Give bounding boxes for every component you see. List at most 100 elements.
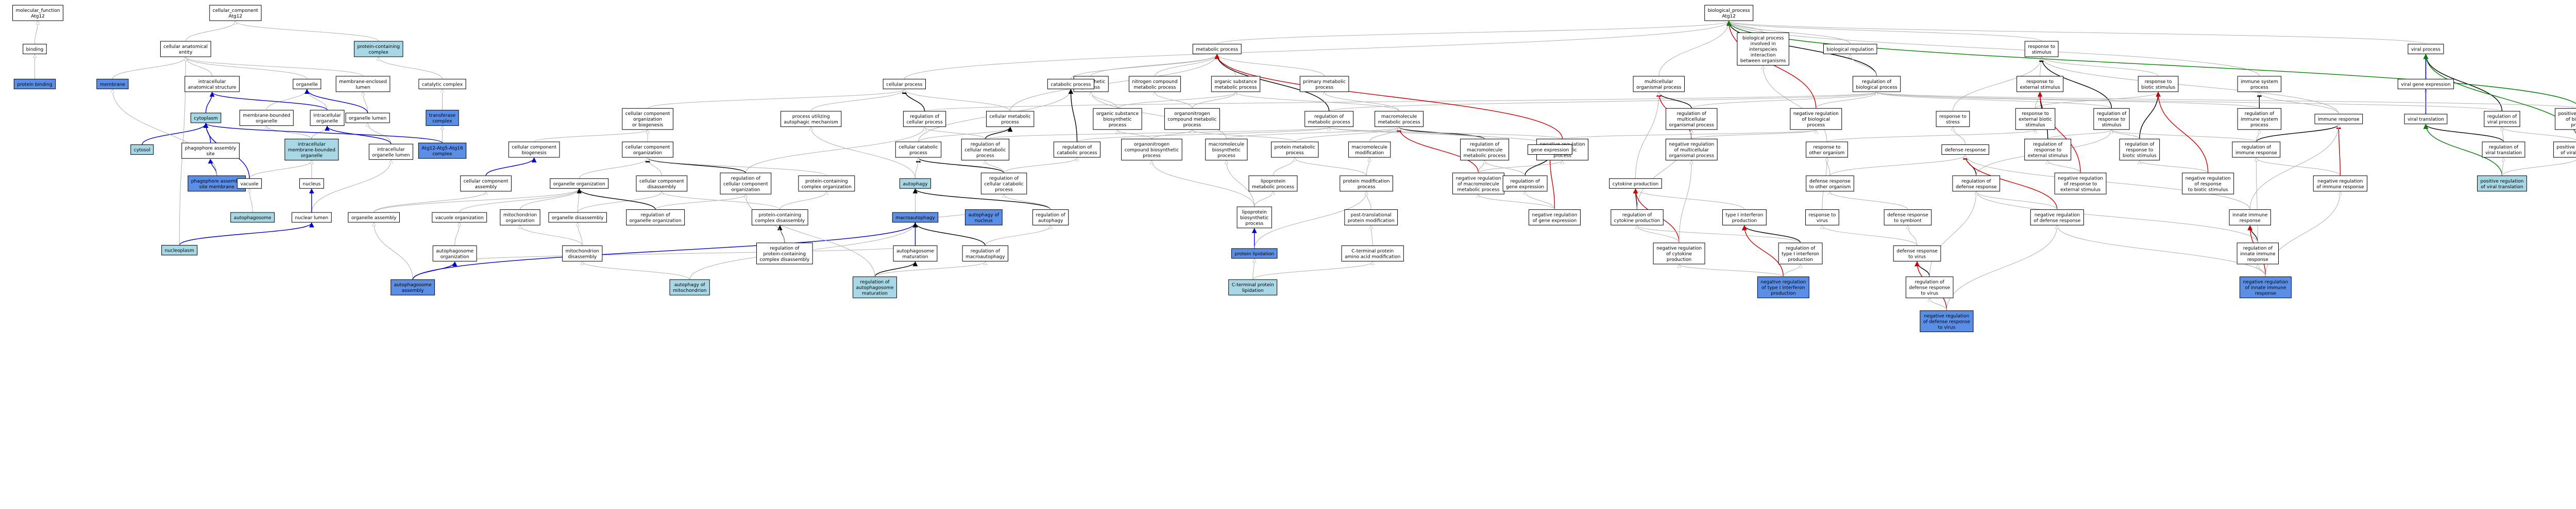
node-label: process	[1286, 151, 1304, 156]
node-label: regulation of	[1677, 111, 1707, 117]
node-label: negative regulation	[2243, 280, 2288, 285]
edge-is-a	[185, 21, 235, 42]
node-label: regulation of	[971, 142, 1001, 147]
node-box	[2024, 139, 2072, 161]
edge-is-a	[1877, 92, 2576, 108]
node-label: cellular component	[639, 179, 684, 184]
edge-is-a	[112, 89, 217, 176]
node-box	[348, 212, 400, 223]
node-box	[130, 144, 154, 155]
edge-negatively-regulates	[1214, 54, 1563, 139]
node-label: binding	[26, 47, 44, 53]
node-box	[2024, 41, 2059, 57]
edge-is-a	[1946, 226, 2057, 311]
node-label: primary metabolic	[1303, 79, 1346, 85]
node-box	[895, 141, 942, 158]
edge-negatively-regulates	[1396, 126, 1479, 173]
edge-is-a	[1254, 192, 1366, 249]
node-vacorg: vacuole organization	[432, 212, 487, 223]
edge-is-a	[2057, 226, 2266, 277]
node-label: to other organism	[1809, 185, 1851, 190]
edge-is-a	[1366, 192, 1371, 210]
edge-is-a	[2140, 161, 2209, 173]
node-orgasm: organelle assembly	[348, 212, 400, 223]
node-label: process	[976, 154, 994, 159]
edge-regulates	[2139, 91, 2161, 139]
node-box	[1093, 108, 1142, 130]
node-label: response to	[1814, 145, 1841, 150]
node-box	[368, 143, 413, 160]
node-label: Atg12	[1722, 14, 1736, 19]
node-label: of response to	[2064, 182, 2097, 187]
edge-is-a	[1877, 92, 2112, 109]
node-bioreg: biological regulation	[1823, 44, 1877, 55]
node-box	[353, 41, 403, 57]
node-label: regulation of	[910, 114, 940, 120]
node-box	[1704, 5, 1754, 21]
node-box	[1340, 175, 1393, 192]
node-label: regulation of	[2243, 246, 2273, 251]
node-label: production	[1771, 291, 1795, 297]
node-label: cellular catabolic	[984, 182, 1023, 187]
node-label: stimulus	[2032, 50, 2052, 55]
node-box	[1609, 178, 1662, 189]
node-box	[188, 175, 246, 192]
node-label: metabolic process	[1215, 85, 1257, 90]
edge-is-a	[1635, 92, 1659, 179]
node-box	[1790, 108, 1842, 130]
edge-regulates	[577, 188, 656, 210]
node-label: autophagosome	[394, 283, 432, 288]
node-viralproc: viral process	[2408, 44, 2444, 55]
edge-is-a	[1151, 130, 1192, 140]
node-box	[903, 111, 946, 127]
edge-regulates	[916, 157, 1005, 173]
node-box	[391, 279, 435, 295]
node-label: organization	[633, 117, 662, 122]
edge-is-a	[1192, 92, 1236, 109]
edge-part-of	[205, 91, 215, 113]
node-label: autophagy	[1038, 219, 1063, 224]
edge-part-of	[179, 222, 314, 245]
edge-is-a	[985, 226, 1050, 246]
node-box	[181, 142, 240, 159]
edge-is-a	[1366, 158, 1369, 176]
node-box	[310, 110, 345, 126]
node-box	[1053, 141, 1101, 158]
edge-is-a	[185, 57, 308, 79]
node-immresp: immune response	[2314, 113, 2363, 124]
node-label: viral gene expression	[2401, 82, 2450, 87]
edge-regulates	[912, 188, 1051, 210]
edge-is-a	[985, 127, 1329, 140]
edge-is-a	[1295, 158, 1367, 176]
node-box	[2404, 113, 2448, 124]
edge-regulates	[1726, 21, 1877, 76]
node-label: organonitrogen	[1174, 111, 1210, 117]
node-label: organization	[633, 151, 662, 156]
node-label: Atg12	[229, 14, 243, 19]
node-orglumen: organelle lumen	[345, 112, 390, 123]
edge-regulates	[645, 157, 747, 173]
node-box	[418, 78, 466, 89]
edge-is-a	[1010, 55, 1217, 111]
node-membrane: membrane	[96, 78, 129, 89]
node-label: organelle assembly	[351, 216, 397, 221]
node-label: protein-containing	[805, 179, 848, 184]
node-label: biological_process	[1708, 8, 1750, 13]
node-label: response to	[2126, 148, 2153, 153]
edge-part-of	[304, 89, 368, 113]
node-box	[1344, 209, 1398, 226]
node-label: membrane-bounded	[288, 148, 335, 153]
node-box	[1211, 76, 1261, 92]
node-box	[345, 112, 390, 123]
node-box	[96, 78, 129, 89]
